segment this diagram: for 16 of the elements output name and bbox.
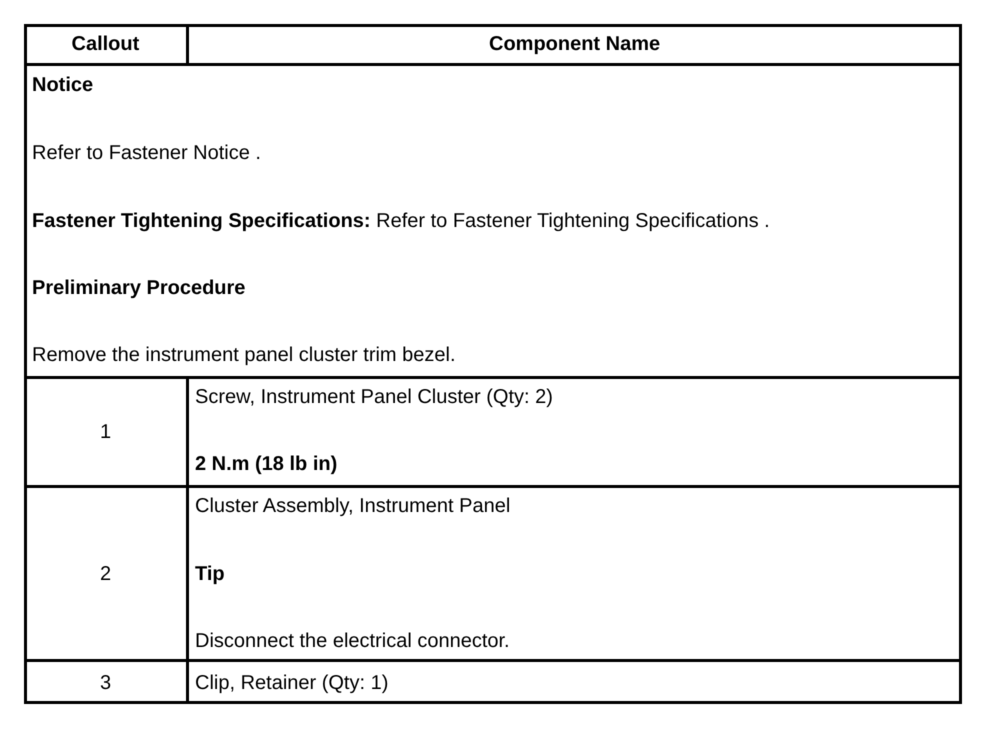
callout-number: 1 [100, 420, 112, 444]
component-name: Screw, Instrument Panel Cluster (Qty: 2) [195, 385, 553, 409]
torque-value: 2 N.m (18 lb in) [195, 452, 338, 476]
tip-heading: Tip [195, 562, 225, 586]
column-header: Component Name [489, 32, 660, 56]
specification-text: Fastener Tightening Specifications: Refer to Fastener Tightening Specifications . [32, 209, 770, 233]
procedure-text: Remove the instrument panel cluster trim bezel. [32, 343, 456, 367]
notice-text: Refer to Fastener Notice . [32, 141, 261, 165]
component-name: Cluster Assembly, Instrument Panel [195, 494, 510, 518]
column-header: Callout [72, 32, 140, 56]
section-heading: Preliminary Procedure [32, 276, 246, 300]
component-name: Clip, Retainer (Qty: 1) [195, 671, 388, 695]
tip-text: Disconnect the electrical connector. [195, 629, 510, 653]
callout-number: 3 [100, 671, 112, 695]
callout-number: 2 [100, 562, 112, 586]
section-heading: Notice [32, 73, 94, 97]
